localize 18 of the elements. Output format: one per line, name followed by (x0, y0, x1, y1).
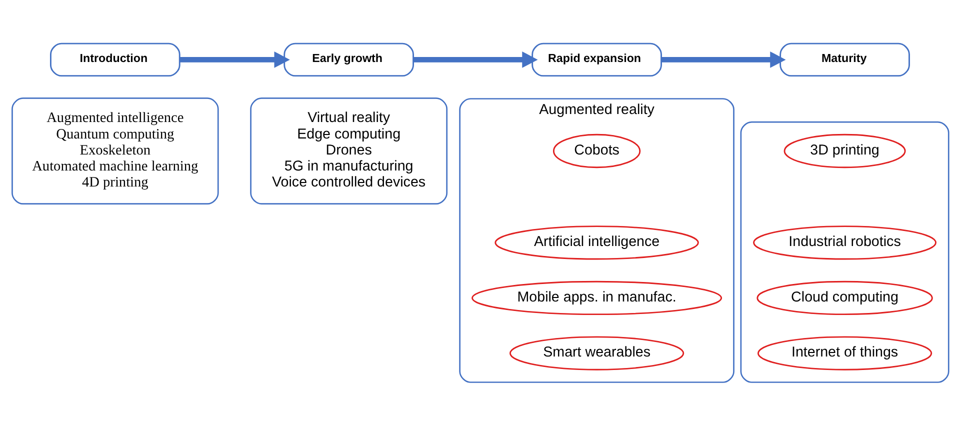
node-ellipse: 3D printing (784, 133, 906, 168)
cluster (740, 120, 950, 382)
arrow (661, 51, 786, 68)
node-box: Augmented intelligence Quantum computing Exoskeleton Automated machine learning 4D printing (12, 97, 219, 204)
node-ellipse: Cloud computing (756, 280, 933, 315)
node-ellipse: Mobile apps. in manufac. (472, 280, 722, 315)
arrow (413, 51, 538, 68)
node-box: Introduction (50, 42, 180, 76)
arrow (180, 51, 290, 68)
node-ellipse: Cobots (552, 133, 641, 168)
node-box: Early growth (284, 42, 414, 76)
node-box: Rapid expansion (532, 42, 662, 76)
node-box: Maturity (780, 42, 910, 76)
node-ellipse: Internet of things (757, 336, 932, 370)
node-ellipse: Artificial intelligence (494, 225, 699, 260)
node-ellipse: Smart wearables (509, 336, 684, 370)
node-ellipse: Industrial robotics (753, 225, 936, 260)
node-box: Virtual reality Edge computing Drones 5G in manufacturing Voice controlled devices (250, 97, 448, 204)
